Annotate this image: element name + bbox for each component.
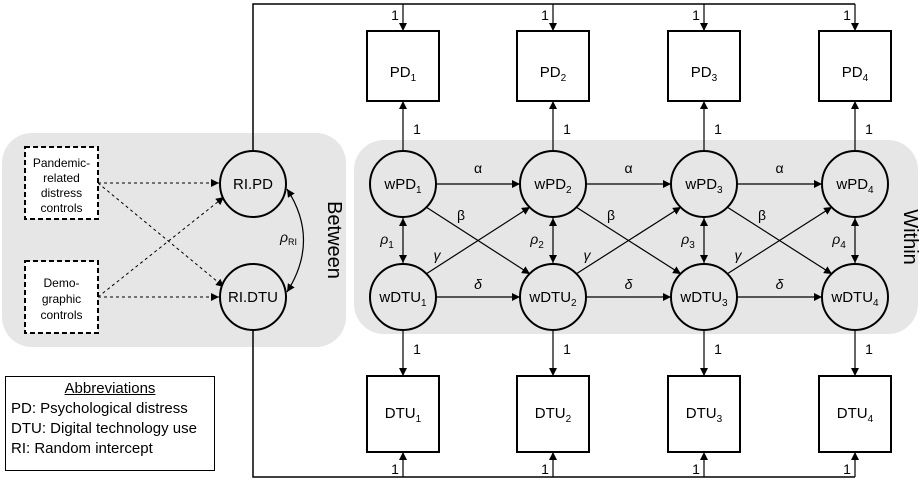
- pd1-loading-label: 1: [413, 121, 421, 137]
- pd3-loading-label: 1: [714, 121, 722, 137]
- pd2-loading-label: 1: [563, 121, 571, 137]
- wpd2-label: wPD2: [533, 176, 572, 196]
- pd3-ri-loading-label: 1: [692, 7, 700, 23]
- demographic-controls-line-3: controls: [40, 308, 82, 322]
- ri-dtu-node: [219, 263, 287, 331]
- dtu1-label: DTU1: [385, 405, 422, 425]
- gamma-3-arrow: [726, 206, 833, 275]
- dtu4-box: [818, 375, 892, 453]
- dtu1-box: [366, 375, 440, 453]
- demographic-controls-box: [24, 260, 99, 334]
- pandemic-controls-line-4: controls: [40, 201, 82, 215]
- within-label: Within: [899, 209, 921, 265]
- legend-item-dtu: DTU: Digital technology use: [11, 420, 197, 437]
- within-cov-4-label: ρ4: [831, 231, 846, 251]
- gamma-2-label: γ: [584, 247, 592, 263]
- dtu3-loading-label: 1: [714, 341, 722, 357]
- wdtu3-node: [670, 263, 738, 331]
- ri-pd-frame-line: [252, 3, 855, 152]
- legend-title: Abbreviations: [64, 380, 156, 397]
- legend-item-ri: RI: Random intercept: [11, 440, 153, 457]
- wdtu1-label: wDTU1: [378, 289, 427, 309]
- beta-2-label: β: [607, 207, 615, 223]
- pd4-loading-label: 1: [865, 121, 873, 137]
- dtu4-label: DTU4: [837, 405, 874, 425]
- dtu3-box: [667, 375, 741, 453]
- alpha-3-label: α: [775, 160, 783, 176]
- demographic-to-ripd-arrow: [97, 196, 225, 298]
- delta-3-label: δ: [776, 276, 784, 292]
- within-cov-3-label: ρ3: [680, 231, 695, 251]
- demographic-controls-line-1: Demo-: [43, 276, 79, 290]
- pd2-box: [516, 30, 590, 102]
- within-cov-2-label: ρ2: [529, 231, 544, 251]
- ri-covariance-arc: [286, 188, 304, 293]
- beta-1-label: β: [457, 207, 465, 223]
- ri-covariance-label: ρRI: [279, 229, 297, 247]
- legend-item-pd: PD: Psychological distress: [11, 400, 188, 417]
- delta-1-label: δ: [474, 276, 482, 292]
- alpha-2-label: α: [624, 160, 632, 176]
- within-region: [354, 140, 918, 334]
- abbreviations-legend: Abbreviations PD: Psychological distress…: [5, 376, 215, 471]
- dtu3-ri-loading-label: 1: [692, 461, 700, 477]
- dtu2-label: DTU2: [535, 405, 572, 425]
- pd1-label: PD1: [390, 64, 417, 84]
- pd4-ri-loading-label: 1: [843, 7, 851, 23]
- pandemic-controls-line-3: distress: [41, 186, 82, 200]
- wpd3-label: wPD3: [684, 176, 723, 196]
- dtu1-ri-loading-label: 1: [391, 461, 399, 477]
- pandemic-controls-line-2: related: [43, 171, 80, 185]
- pd2-ri-loading-label: 1: [541, 7, 549, 23]
- alpha-1-label: α: [474, 160, 482, 176]
- ri-dtu-label: RI.DTU: [228, 289, 278, 306]
- pd3-box: [667, 30, 741, 102]
- dtu4-ri-loading-label: 1: [843, 461, 851, 477]
- dtu3-label: DTU3: [686, 405, 723, 425]
- wdtu3-label: wDTU3: [679, 289, 728, 309]
- pandemic-controls-line-1: Pandemic-: [33, 156, 90, 170]
- wdtu2-node: [519, 263, 587, 331]
- pd1-box: [366, 30, 440, 102]
- dtu2-box: [516, 375, 590, 453]
- beta-3-label: β: [758, 207, 766, 223]
- wpd4-label: wPD4: [835, 176, 874, 196]
- pd4-label: PD4: [842, 64, 869, 84]
- ri-pd-node: [219, 150, 287, 218]
- pd2-label: PD2: [540, 64, 567, 84]
- wpd1-node: [369, 150, 437, 218]
- gamma-2-arrow: [575, 206, 682, 275]
- pd3-label: PD3: [691, 64, 718, 84]
- wpd2-node: [519, 150, 587, 218]
- wdtu4-node: [821, 263, 889, 331]
- gamma-1-label: γ: [434, 247, 442, 263]
- ri-pd-label: RI.PD: [233, 176, 273, 193]
- wpd4-node: [821, 150, 889, 218]
- wpd3-node: [670, 150, 738, 218]
- ri-dtu-frame-line: [252, 320, 855, 478]
- dtu2-ri-loading-label: 1: [541, 461, 549, 477]
- dtu2-loading-label: 1: [563, 341, 571, 357]
- pd1-ri-loading-label: 1: [391, 7, 399, 23]
- between-label: Between: [323, 201, 345, 279]
- demographic-controls-line-2: graphic: [42, 292, 81, 306]
- wpd1-label: wPD1: [383, 176, 422, 196]
- pandemic-controls-box: [24, 146, 99, 220]
- wdtu1-node: [369, 263, 437, 331]
- pd4-box: [818, 30, 892, 102]
- wdtu4-label: wDTU4: [830, 289, 879, 309]
- dtu1-loading-label: 1: [413, 341, 421, 357]
- within-cov-1-label: ρ1: [379, 231, 394, 251]
- wdtu2-label: wDTU2: [528, 289, 577, 309]
- dtu4-loading-label: 1: [865, 341, 873, 357]
- gamma-3-label: γ: [735, 247, 743, 263]
- delta-2-label: δ: [625, 276, 633, 292]
- gamma-1-arrow: [425, 206, 531, 275]
